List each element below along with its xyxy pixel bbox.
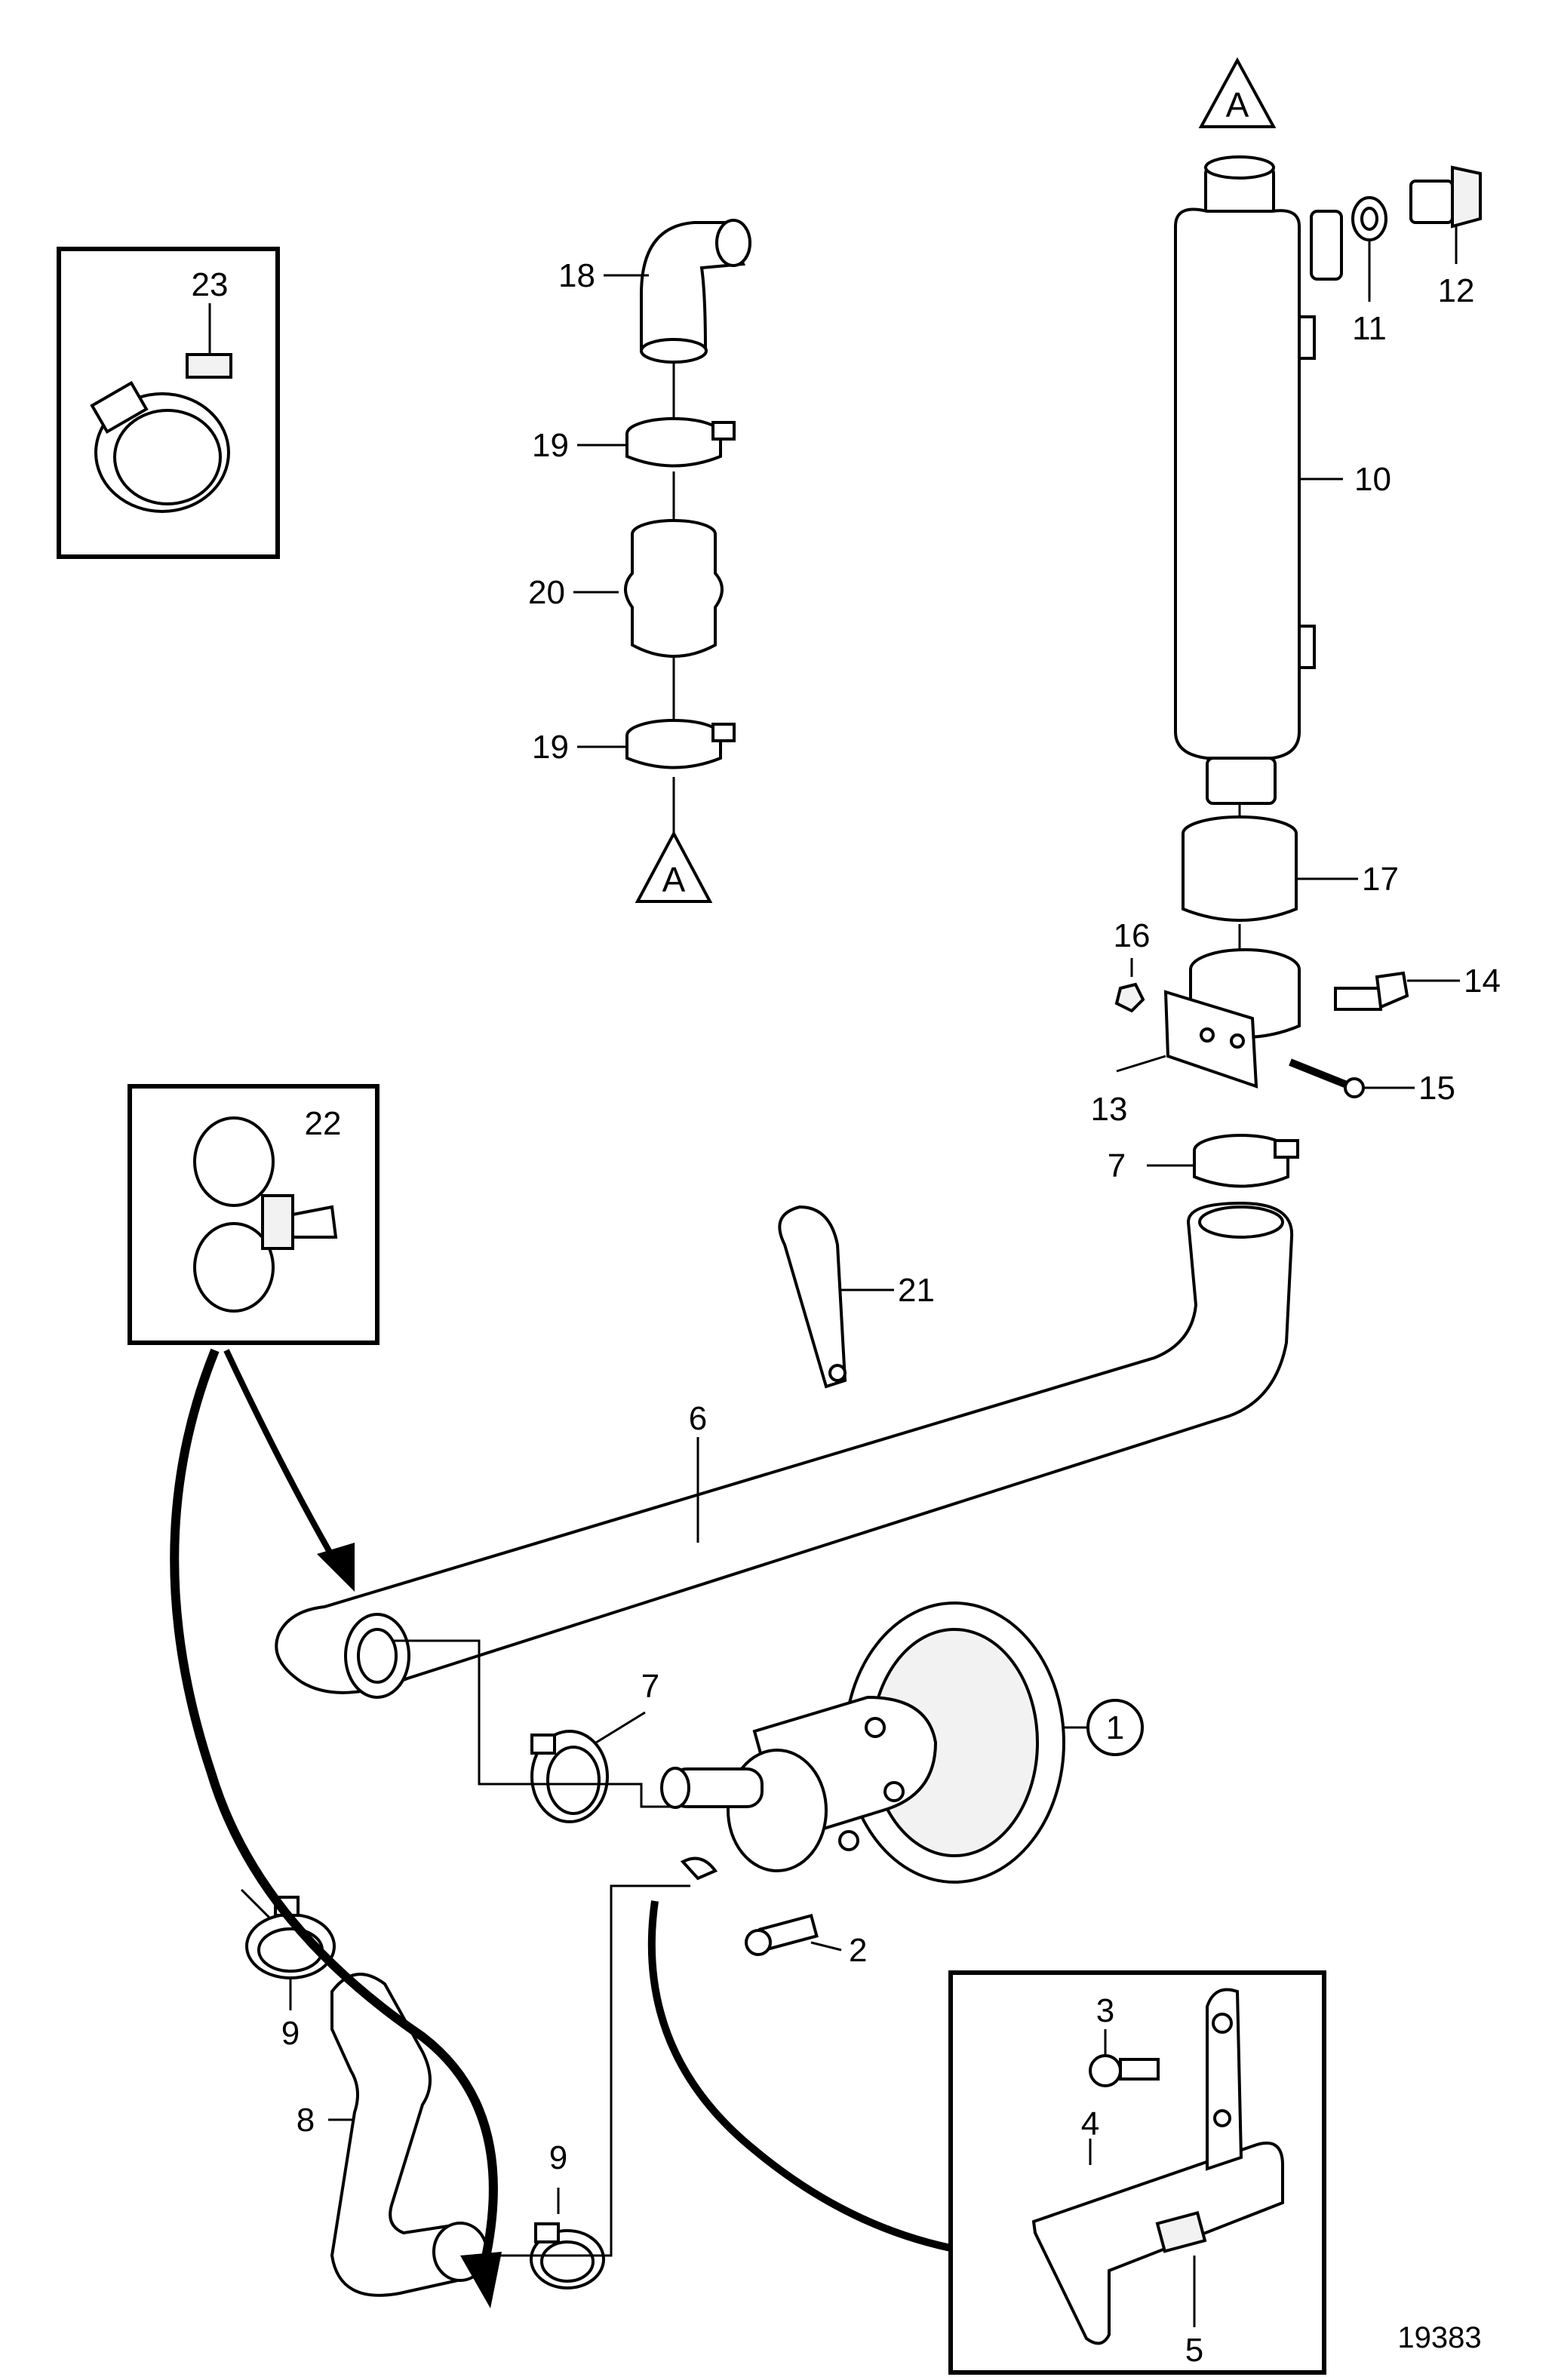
label-16: 16 (1114, 917, 1151, 954)
label-7-lower: 7 (641, 1668, 659, 1705)
routing-arrows (170, 1348, 952, 2308)
reference-marker-a-top: A (1198, 57, 1277, 128)
hose-clamp-part-19-lower: 19 (532, 656, 736, 769)
plug-part-12: 12 (1409, 165, 1482, 309)
label-1: 1 (1106, 1709, 1124, 1746)
inset-box-cable-clip: 22 (128, 1084, 380, 1345)
label-18: 18 (558, 257, 595, 294)
reference-marker-a-left: A (635, 777, 713, 903)
label-12: 12 (1438, 272, 1475, 309)
label-7-upper: 7 (1108, 1147, 1126, 1184)
label-13: 13 (1091, 1091, 1128, 1128)
washer-part-11: 11 (1351, 196, 1387, 347)
bolt-part-14: 14 (1334, 963, 1501, 1011)
label-8: 8 (297, 2102, 315, 2139)
label-9-lower: 9 (549, 2139, 567, 2176)
label-15: 15 (1418, 1070, 1455, 1107)
inset-box-hose-clamp: 23 (57, 247, 280, 559)
label-6: 6 (689, 1400, 707, 1437)
label-14: 14 (1464, 963, 1501, 1000)
label-9-upper: 9 (281, 2015, 300, 2052)
hose-clamp-part-7-upper: 7 (1108, 1134, 1299, 1188)
cooler-part-10: 10 (1174, 155, 1391, 805)
hose-8-connection-line (483, 1884, 690, 2257)
label-4: 4 (1081, 2105, 1099, 2142)
inset-box-bracket: 3 4 5 (948, 1970, 1326, 2375)
sleeve-part-17: 17 (1182, 803, 1399, 922)
label-23: 23 (192, 266, 229, 303)
hose-part-6: 6 (275, 1201, 1294, 1699)
pump-part-1: 1 (660, 1602, 1144, 1884)
nut-part-16: 16 (1114, 917, 1151, 1013)
hose-part-8: 8 (297, 1973, 488, 2297)
clamp-bracket-part-13: 13 (1091, 924, 1301, 1128)
label-3: 3 (1096, 1992, 1114, 2029)
marker-a-left-text: A (662, 860, 686, 899)
figure-number: 19383 (1397, 2321, 1481, 2354)
label-19-lower: 19 (532, 729, 569, 766)
label-22: 22 (305, 1105, 342, 1142)
label-17: 17 (1362, 861, 1399, 898)
connection-arrow-pump-inlet (680, 1856, 718, 1881)
label-10: 10 (1354, 461, 1391, 498)
hose-clamp-part-9-lower: 9 (530, 2139, 605, 2289)
screw-part-15: 15 (1289, 1058, 1455, 1107)
hose-6-connection-line (392, 1639, 671, 1808)
label-21: 21 (898, 1272, 935, 1309)
label-11: 11 (1352, 310, 1387, 347)
hose-clamp-part-19-upper: 19 (532, 362, 736, 468)
marker-a-top-text: A (1226, 85, 1249, 124)
hose-clamp-part-7-lower: 7 (530, 1668, 659, 1823)
clip-part-21: 21 (778, 1205, 935, 1389)
label-5: 5 (1185, 2332, 1203, 2369)
label-2: 2 (849, 1932, 867, 1969)
elbow-hose-part-18: 18 (558, 219, 751, 364)
sleeve-part-20: 20 (528, 471, 724, 658)
label-20: 20 (528, 574, 565, 611)
screw-part-2: 2 (745, 1913, 867, 1969)
label-19-upper: 19 (532, 427, 569, 464)
